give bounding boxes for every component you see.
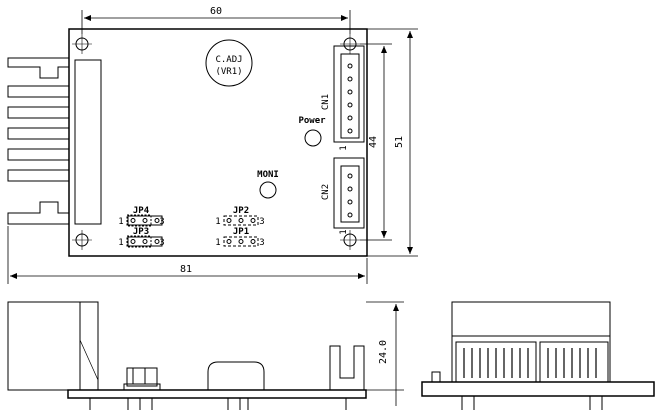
jp3-pin3: 3: [159, 238, 164, 248]
jp1-jumper: [223, 236, 259, 247]
dim-51-label: 51: [394, 136, 405, 148]
cn1-pin1-label: 1: [339, 145, 349, 150]
cn1-connector: [333, 45, 365, 143]
heatsink-fins: [7, 57, 102, 225]
jp4-pin3: 3: [159, 217, 164, 227]
jp2-pin3: 3: [259, 217, 264, 227]
jp4-jumper: [126, 214, 163, 227]
dim-44: [360, 43, 392, 241]
moni-label: MONI: [257, 170, 279, 180]
jp4-pin1: 1: [118, 217, 123, 227]
dim-51: [367, 28, 418, 257]
dim-60-label: 60: [210, 6, 222, 17]
jp1-pin1: 1: [215, 238, 220, 248]
dim-60: [81, 10, 351, 34]
top-view: [7, 10, 418, 284]
cn2-label: CN2: [321, 184, 331, 200]
dim-81-label: 81: [180, 264, 192, 275]
cadj-potentiometer: [205, 39, 253, 87]
dim-24-label: 24.0: [378, 340, 389, 364]
dim-44-label: 44: [368, 136, 379, 148]
mounting-holes: [72, 34, 360, 250]
jp3-label: JP3: [133, 227, 149, 237]
jp3-jumper: [126, 235, 163, 248]
jp3-pin1: 1: [118, 238, 123, 248]
cn2-pin1-label: 1: [339, 229, 349, 234]
jp2-pin1: 1: [215, 217, 220, 227]
end-view: [421, 301, 655, 410]
side-view: [7, 301, 404, 410]
vr1-label: (VR1): [215, 67, 242, 77]
top-view-labels: 60 81 44 51 C.ADJ (VR1) Power MONI CN1 1…: [118, 6, 405, 275]
jp1-pin3: 3: [259, 238, 264, 248]
cn1-label: CN1: [321, 94, 331, 110]
pcb-outline: [68, 28, 368, 257]
jp4-label: JP4: [133, 206, 150, 216]
moni-test-point: [259, 181, 277, 199]
jp2-jumper: [223, 215, 259, 226]
power-label: Power: [298, 116, 326, 126]
jp1-label: JP1: [233, 227, 249, 237]
cn2-connector: [333, 157, 365, 229]
power-led: [304, 129, 322, 147]
cadj-label: C.ADJ: [215, 55, 242, 65]
jp2-label: JP2: [233, 206, 249, 216]
dim-81: [7, 226, 368, 284]
